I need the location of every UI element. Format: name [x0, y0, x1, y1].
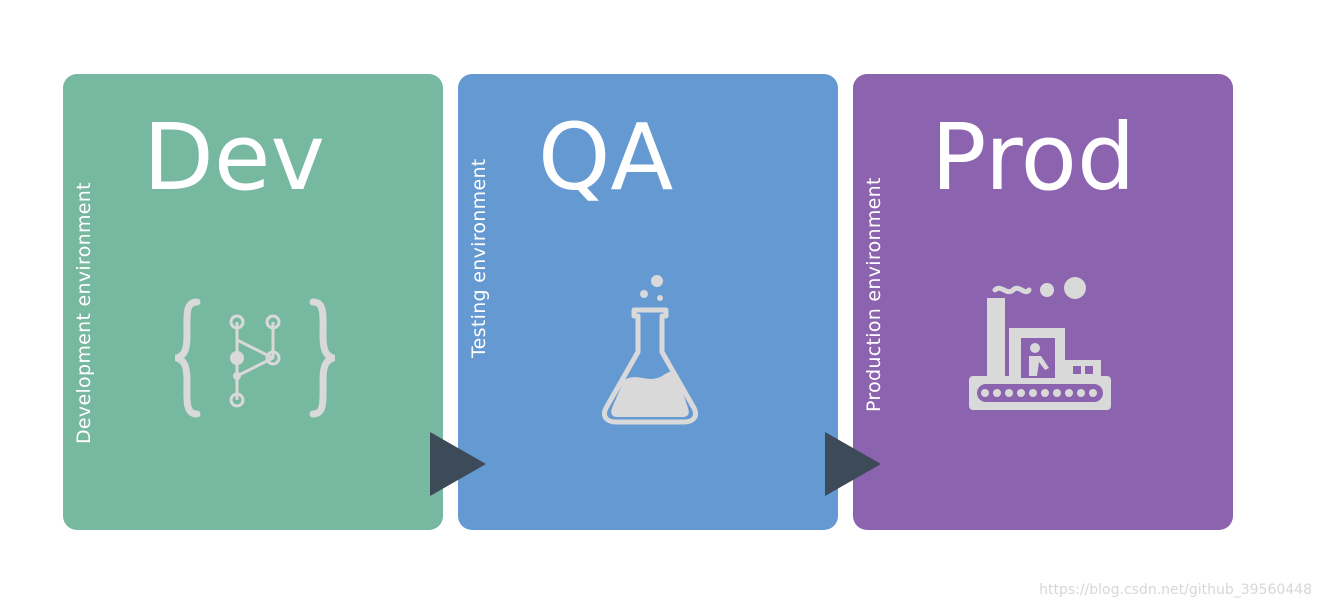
stage-qa-panel: Testing environment QA [458, 74, 838, 530]
flask-icon [601, 275, 699, 425]
stage-dev-subtitle: Development environment [73, 182, 95, 444]
stage-qa-subtitle: Testing environment [468, 158, 490, 358]
stage-prod-subtitle: Production environment [863, 177, 885, 412]
flow-arrow-qa-to-prod [825, 432, 881, 496]
stage-prod-panel: Production environment Prod [853, 74, 1233, 530]
stage-prod-title: Prod [931, 104, 1136, 211]
stage-dev-panel: Development environment Dev [63, 74, 443, 530]
watermark-text: https://blog.csdn.net/github_39560448 [1039, 582, 1312, 598]
factory-icon [969, 277, 1111, 410]
flow-arrow-dev-to-qa [430, 432, 486, 496]
stage-qa-title: QA [538, 104, 674, 211]
stage-dev-title: Dev [143, 104, 325, 211]
code-branch-icon [175, 298, 335, 418]
